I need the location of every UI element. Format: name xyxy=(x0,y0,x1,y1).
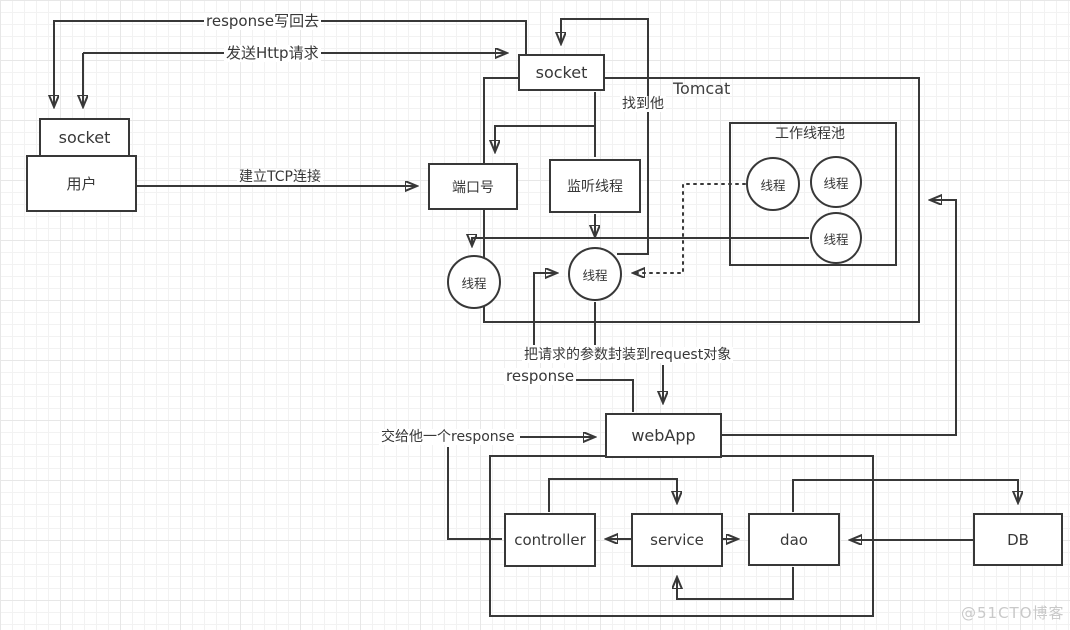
label-find-socket: 找到他 xyxy=(620,96,666,113)
pool-thread-1-label: 线程 xyxy=(760,177,786,193)
node-dao: dao xyxy=(748,513,840,566)
node-handler-thread-2: 线程 xyxy=(568,247,622,301)
label-give-response: 交给他一个response xyxy=(379,429,517,446)
node-db: DB xyxy=(973,513,1063,566)
node-listener-thread: 监听线程 xyxy=(549,159,641,213)
node-server-socket-label: socket xyxy=(535,63,588,82)
node-user-socket-label: socket xyxy=(58,128,111,147)
label-response-back: response写回去 xyxy=(204,12,322,31)
node-listener-thread-label: 监听线程 xyxy=(567,179,623,195)
node-handler-thread-1: 线程 xyxy=(447,255,501,309)
node-controller-label: controller xyxy=(514,531,586,549)
node-user-socket: socket xyxy=(39,118,130,157)
handler-thread-1-label: 线程 xyxy=(461,275,487,291)
node-user-label: 用户 xyxy=(66,175,97,193)
node-controller: controller xyxy=(504,513,596,567)
node-service: service xyxy=(631,513,723,567)
node-webapp-label: webApp xyxy=(631,426,696,445)
handler-thread-2-label: 线程 xyxy=(582,267,608,283)
edge-response-back xyxy=(54,20,527,106)
node-dao-label: dao xyxy=(780,530,808,549)
label-send-http: 发送Http请求 xyxy=(224,44,321,63)
label-tcp-connect: 建立TCP连接 xyxy=(237,169,323,186)
node-pool-thread-1: 线程 xyxy=(746,157,800,211)
label-wrap-request: 把请求的参数封装到request对象 xyxy=(522,347,734,364)
worker-pool-label: 工作线程池 xyxy=(775,126,845,142)
node-server-socket: socket xyxy=(518,54,605,91)
node-db-label: DB xyxy=(1007,530,1029,549)
edge-response-webapp xyxy=(570,379,634,412)
node-service-label: service xyxy=(650,531,704,549)
tomcat-label: Tomcat xyxy=(673,79,731,98)
node-port: 端口号 xyxy=(428,163,518,210)
node-pool-thread-2: 线程 xyxy=(810,156,862,208)
pool-thread-2-label: 线程 xyxy=(823,175,849,191)
label-response-obj: response xyxy=(504,367,577,386)
pool-thread-3-label: 线程 xyxy=(823,231,849,247)
watermark: @51CTO博客 xyxy=(961,604,1065,622)
node-webapp: webApp xyxy=(605,413,722,458)
node-pool-thread-3: 线程 xyxy=(810,212,862,264)
node-user: 用户 xyxy=(26,155,137,212)
node-port-label: 端口号 xyxy=(452,179,494,196)
